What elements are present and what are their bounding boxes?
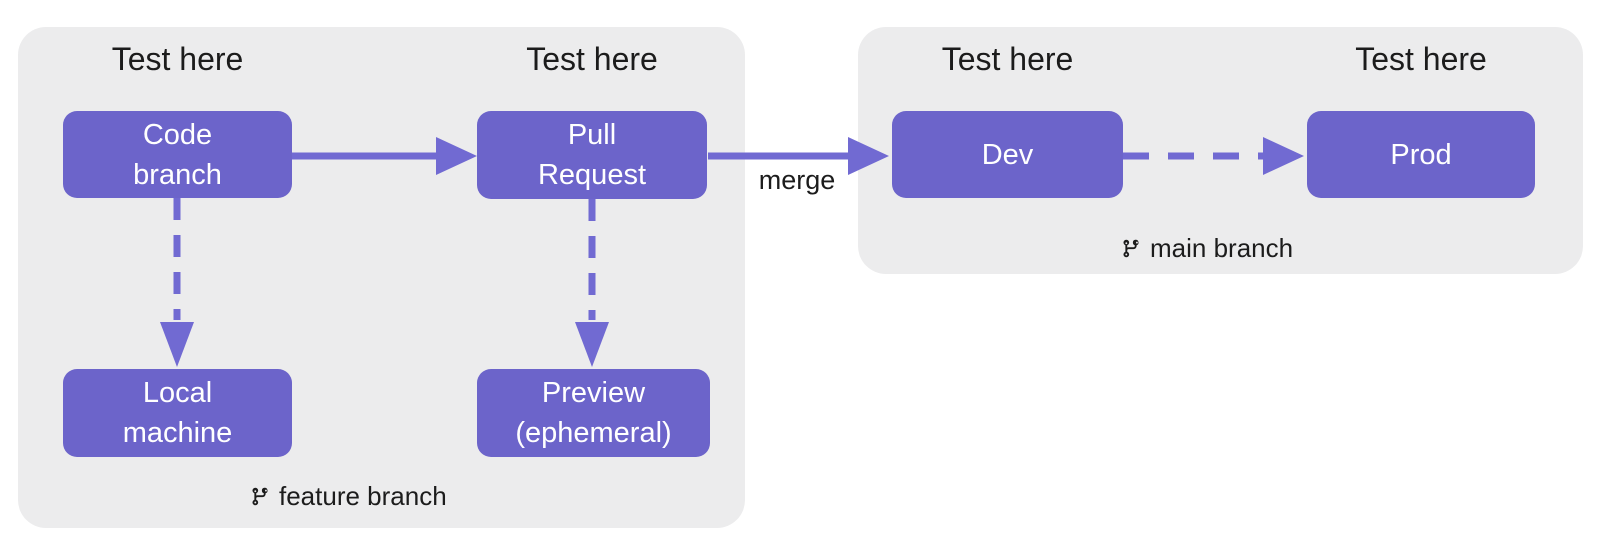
- test-here-label-code-branch: Test here: [111, 41, 244, 77]
- branch-label-text: feature branch: [279, 480, 447, 511]
- node-label-line: Pull: [567, 119, 617, 151]
- node-prod: Prod: [1307, 111, 1535, 198]
- node-local-machine: Local machine: [63, 369, 292, 457]
- branch-label-main: main branch: [1121, 233, 1293, 263]
- git-branch-icon: [1123, 239, 1139, 257]
- node-dev: Dev: [892, 111, 1123, 198]
- node-label-line: machine: [122, 417, 233, 449]
- branch-label-text: main branch: [1150, 232, 1294, 263]
- test-here-label-dev: Test here: [941, 41, 1074, 77]
- node-label-line: Preview: [541, 377, 646, 409]
- node-code-branch: Code branch: [63, 111, 292, 198]
- test-here-label-prod: Test here: [1355, 41, 1487, 77]
- branch-label-feature: feature branch: [250, 481, 447, 511]
- node-label-line: branch: [133, 158, 222, 191]
- node-label-line: Request: [537, 159, 646, 191]
- test-here-label-pull-request: Test here: [526, 41, 658, 77]
- node-label-line: Local: [142, 377, 213, 409]
- git-branch-icon: [252, 487, 268, 505]
- node-pull-request: Pull Request: [477, 111, 707, 199]
- node-label-line: Code: [142, 118, 213, 151]
- node-label-line: Dev: [981, 138, 1034, 171]
- node-label-line: (ephemeral): [515, 417, 672, 449]
- node-preview-ephemeral: Preview (ephemeral): [477, 369, 710, 457]
- node-label-line: Prod: [1390, 138, 1452, 171]
- merge-edge-label: merge: [758, 165, 836, 195]
